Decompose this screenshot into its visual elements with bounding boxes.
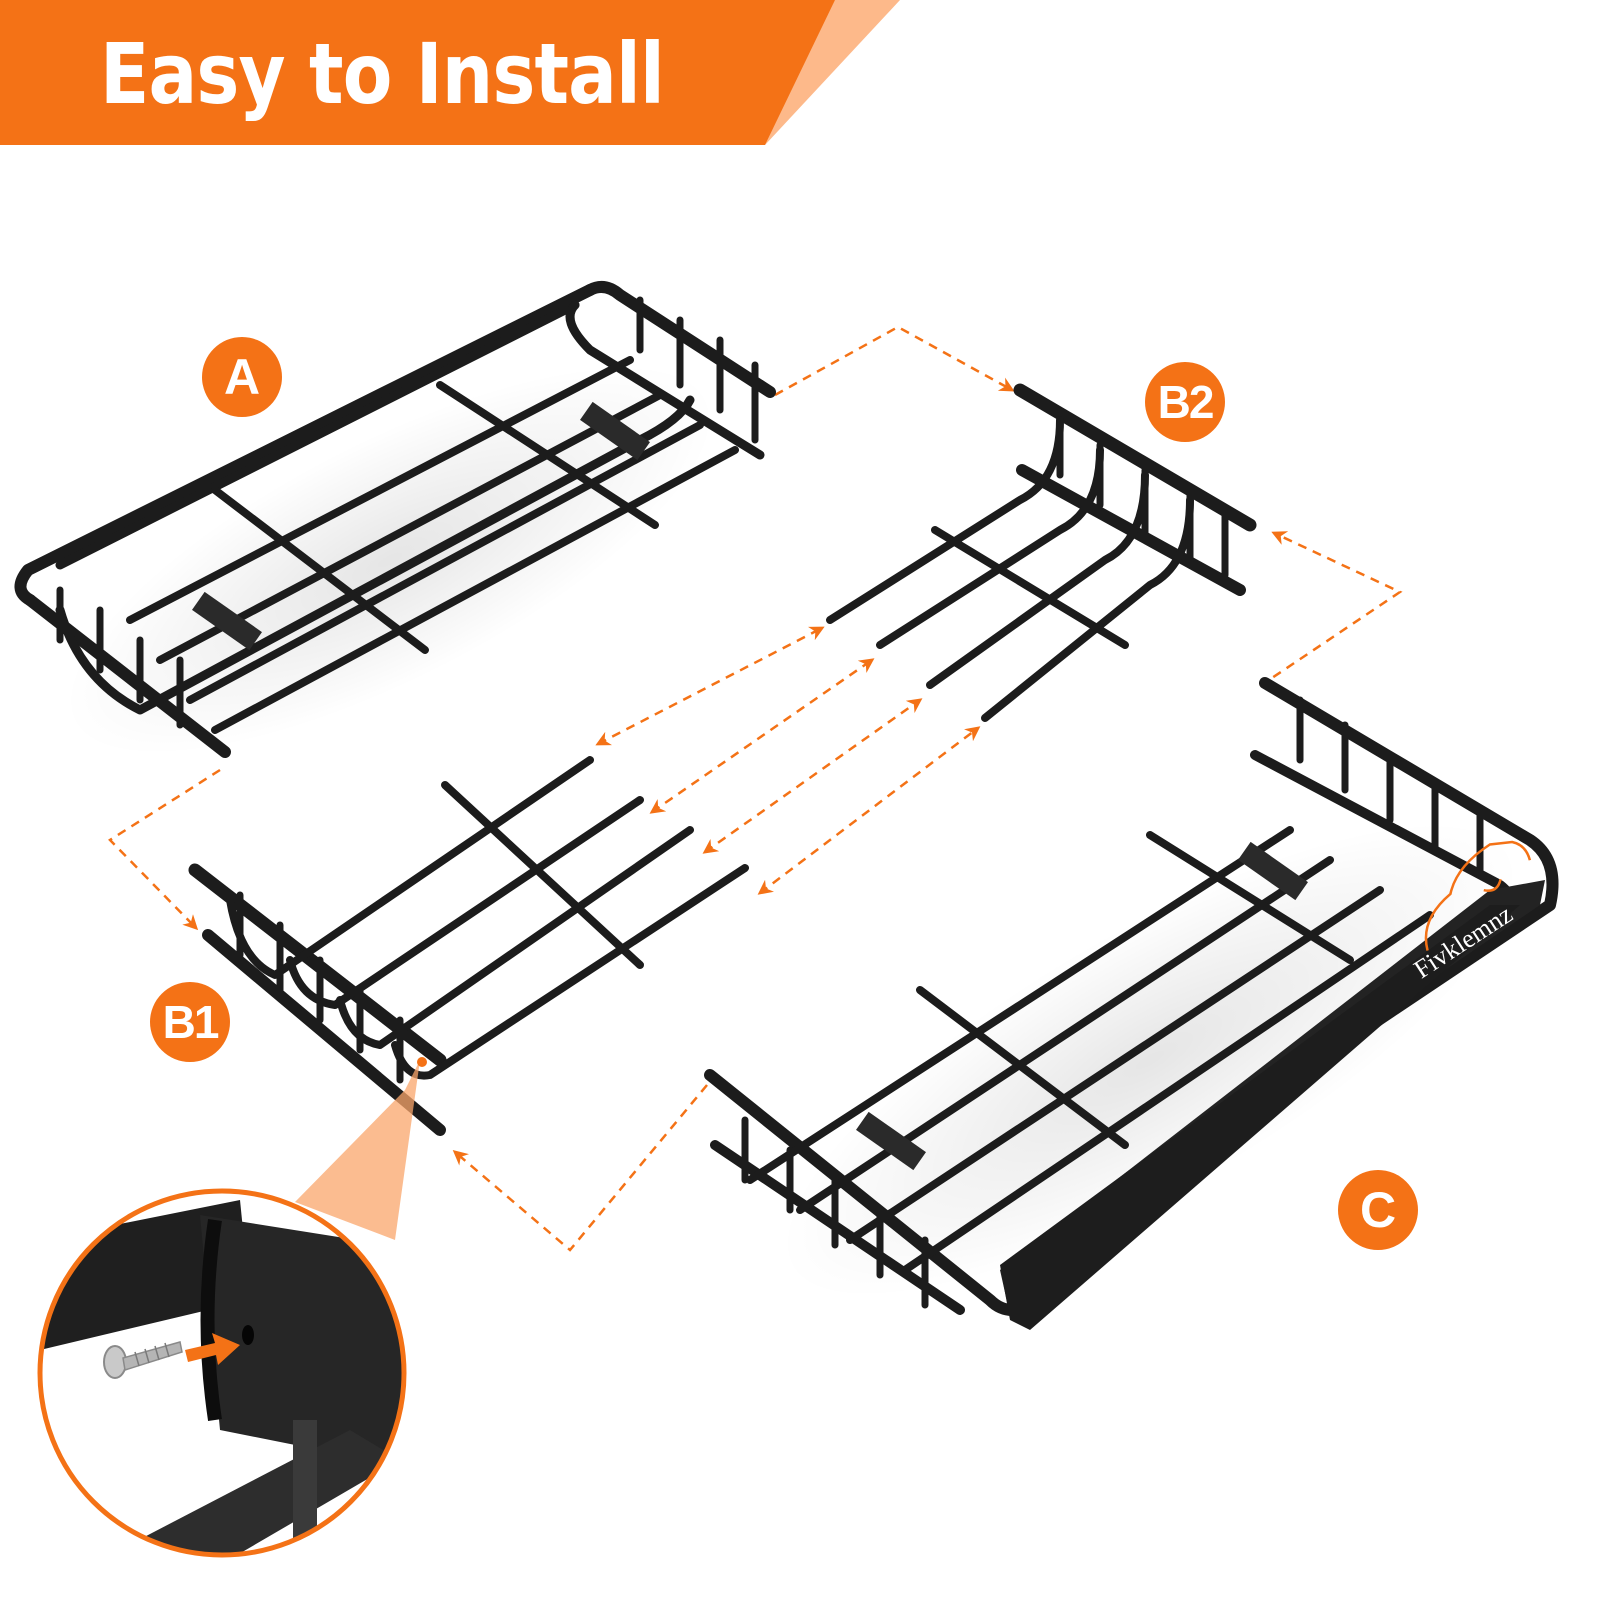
part-label-c: C: [1338, 1170, 1418, 1250]
crossbar-clamp: [192, 591, 262, 651]
rack-part-b1: [188, 756, 749, 1136]
part-label-a: A: [202, 337, 282, 417]
crossbar-clamp: [1238, 841, 1308, 901]
assembly-connectors: [108, 325, 1403, 1252]
lower-tube: [100, 1430, 400, 1555]
title-banner: [0, 0, 900, 145]
rack-part-b2: [826, 383, 1257, 722]
screw-icon: [103, 1341, 183, 1379]
insert-arrow-icon: [185, 1333, 240, 1365]
connector-tube-1: [595, 626, 825, 746]
car-outline-logo: [1424, 840, 1532, 951]
connector-a-to-b1: [108, 768, 221, 931]
connector-c-to-b2-bottom: [1259, 531, 1403, 688]
inner-tube: [200, 1215, 404, 1470]
connector-a-to-b2-top: [774, 325, 1015, 397]
part-label-text: B2: [1157, 376, 1215, 428]
zoom-beam: [295, 1060, 420, 1240]
crossbar-clamp: [580, 401, 650, 461]
part-label-text: B1: [162, 996, 220, 1048]
connector-tube-3: [702, 698, 923, 854]
zoom-origin-dot: [417, 1057, 427, 1067]
rack-part-a: [14, 280, 776, 758]
page-title: Easy to Install: [100, 25, 665, 123]
part-label-b2: B2: [1145, 362, 1225, 442]
detail-inset: [37, 1188, 407, 1558]
inset-border: [37, 1188, 407, 1558]
banner-background: [0, 0, 835, 145]
part-label-text: C: [1359, 1182, 1397, 1238]
rack-part-c: [704, 677, 1559, 1330]
screw-hole: [242, 1325, 254, 1345]
connector-c-to-b1: [452, 1084, 708, 1252]
crossbar-clamp: [856, 1111, 926, 1171]
connector-tube-2: [649, 658, 875, 814]
part-label-text: A: [223, 349, 261, 405]
connector-tube-4: [757, 726, 981, 895]
part-label-b1: B1: [150, 982, 230, 1062]
